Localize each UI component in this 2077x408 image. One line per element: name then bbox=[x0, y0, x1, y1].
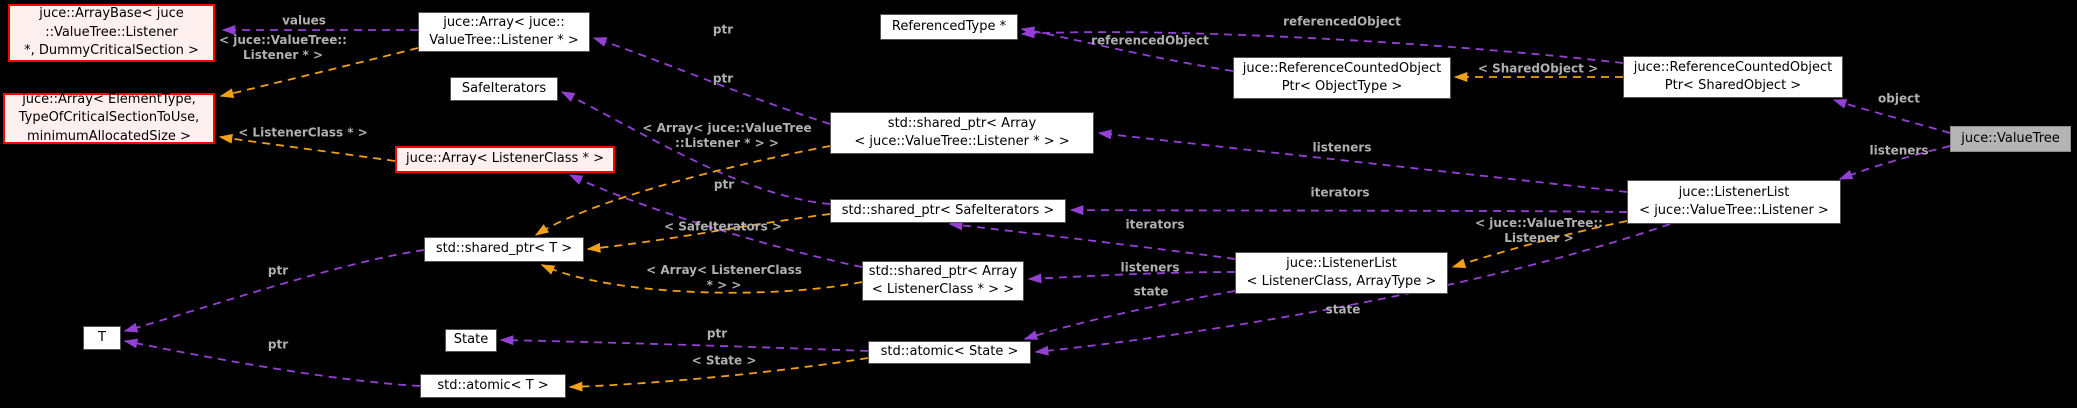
edge-ll_vt_iterators bbox=[1069, 205, 1628, 216]
node-array_vtl[interactable]: juce::Array< juce:: ValueTree::Listener … bbox=[418, 12, 590, 52]
node-sp_safe[interactable]: std::shared_ptr< SafeIterators > bbox=[830, 199, 1066, 223]
node-sp_array_vt[interactable]: std::shared_ptr< Array < juce::ValueTree… bbox=[830, 112, 1094, 154]
edge-tmpl_sp_lc bbox=[540, 264, 863, 294]
edge-ll_lc_listeners bbox=[1027, 271, 1236, 284]
edge-tmpl_vtl bbox=[219, 47, 419, 98]
edge-object bbox=[1832, 99, 1951, 134]
node-reftype[interactable]: ReferencedType * bbox=[880, 14, 1018, 40]
node-ll_lc[interactable]: juce::ListenerList < ListenerClass, Arra… bbox=[1235, 252, 1448, 294]
edge-ptr_as bbox=[499, 335, 869, 352]
edge-tmpl_atomic bbox=[568, 357, 869, 392]
edge-ll_vt_listeners bbox=[1097, 129, 1628, 193]
edge-ptr_lc bbox=[568, 174, 863, 268]
node-sp_array_lc[interactable]: std::shared_ptr< Array < ListenerClass *… bbox=[862, 261, 1024, 301]
edge-tmpl_ll bbox=[1451, 220, 1628, 268]
edge-tmpl_sp_safe bbox=[586, 213, 831, 253]
edge-tmpl_lc bbox=[218, 133, 396, 162]
edge-ptr_vtl bbox=[592, 37, 831, 125]
edge-refobj_ot bbox=[1020, 26, 1234, 72]
node-state[interactable]: State bbox=[445, 329, 497, 352]
edge-ptr_at bbox=[123, 338, 421, 387]
edge-ptr_spt bbox=[123, 249, 425, 333]
node-array_lc[interactable]: juce::Array< ListenerClass * > bbox=[395, 146, 615, 173]
edge-refobj_so bbox=[1020, 28, 1624, 64]
node-atomic_t[interactable]: std::atomic< T > bbox=[420, 374, 566, 398]
node-sp_t[interactable]: std::shared_ptr< T > bbox=[424, 237, 584, 262]
edge-ll_lc_state bbox=[1023, 290, 1236, 340]
node-t[interactable]: T bbox=[83, 326, 121, 350]
node-atomic_state[interactable]: std::atomic< State > bbox=[868, 341, 1031, 364]
node-safeiters[interactable]: SafeIterators bbox=[450, 77, 558, 101]
node-rcop_ot[interactable]: juce::ReferenceCountedObject Ptr< Object… bbox=[1233, 57, 1451, 99]
node-ll_vt[interactable]: juce::ListenerList < juce::ValueTree::Li… bbox=[1627, 180, 1841, 224]
node-array_et[interactable]: juce::Array< ElementType, TypeOfCritical… bbox=[3, 92, 215, 144]
edge-tmpl_sp_vt bbox=[534, 145, 831, 236]
edge-ll_vt_state bbox=[1034, 223, 1671, 356]
node-arraybase[interactable]: juce::ArrayBase< juce ::ValueTree::Liste… bbox=[8, 4, 215, 62]
edge-ptr_safe bbox=[560, 91, 831, 205]
node-rcop_so[interactable]: juce::ReferenceCountedObject Ptr< Shared… bbox=[1623, 56, 1843, 98]
edge-ll_lc_iterators bbox=[948, 220, 1236, 260]
edge-vt_listeners bbox=[1838, 145, 1951, 180]
node-valuetree[interactable]: juce::ValueTree bbox=[1950, 126, 2071, 152]
